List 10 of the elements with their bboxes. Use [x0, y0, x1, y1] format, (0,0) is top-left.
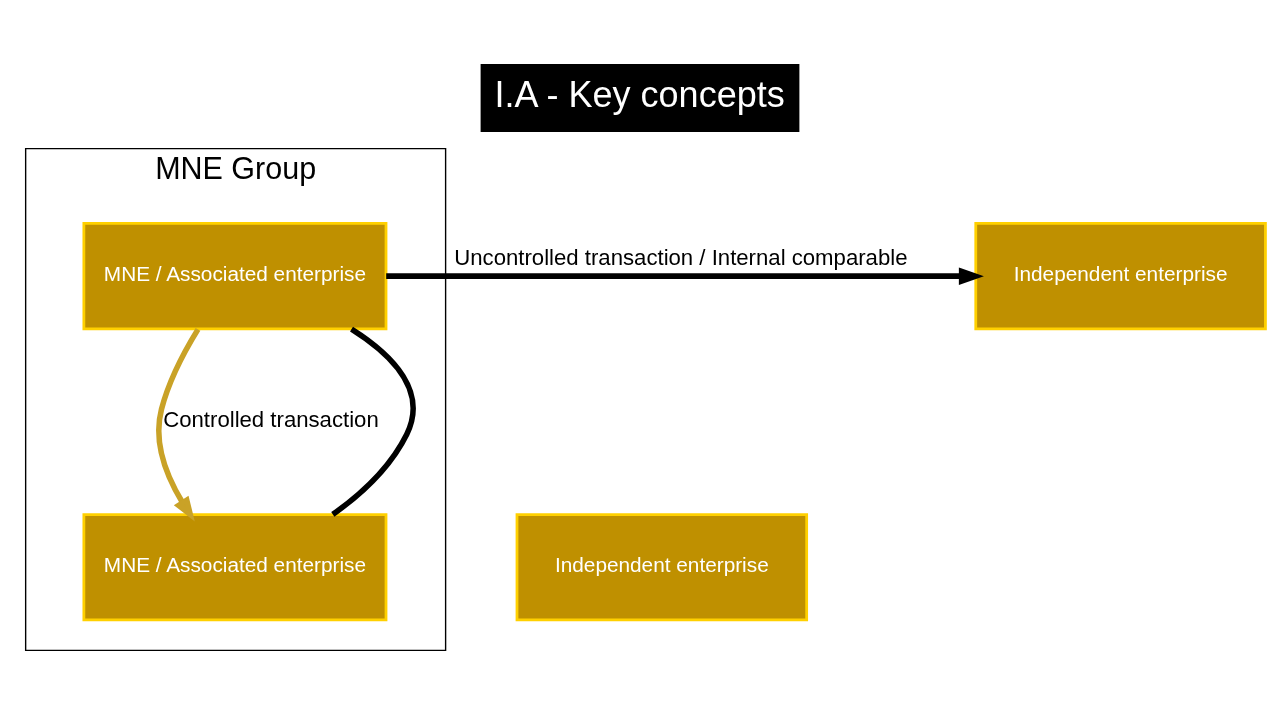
arrow	[156, 327, 201, 522]
node-box: Independent enterprise	[515, 513, 809, 622]
diagram-title: I.A - Key concepts	[494, 74, 785, 116]
connector	[331, 326, 416, 517]
edge-label: Controlled transaction	[163, 406, 379, 432]
node-box: MNE / Associated enterprise	[82, 513, 388, 622]
node-box: MNE / Associated enterprise	[82, 222, 388, 331]
arrow	[386, 267, 984, 285]
edge-label: Uncontrolled transaction / Internal comparable	[454, 244, 908, 270]
node-box: Independent enterprise	[974, 222, 1267, 331]
